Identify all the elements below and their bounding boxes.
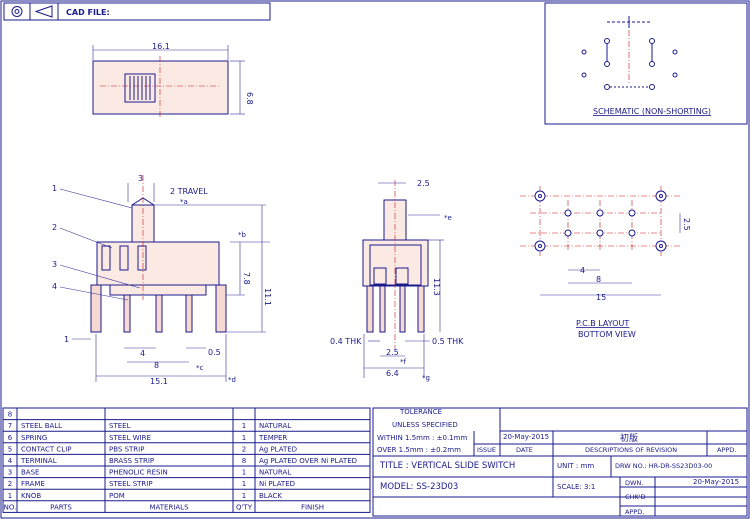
parts-cell-no: 8 bbox=[8, 411, 12, 419]
pcb-title: P.C.B LAYOUT bbox=[576, 319, 629, 328]
side-dim-113: 11.3 bbox=[432, 278, 441, 296]
pcb-layout: 4 8 15 2.5 P.C.B LAYOUT BOTTOM VIEW bbox=[520, 186, 691, 339]
parts-cell-material: STEEL WIRE bbox=[109, 434, 151, 442]
parts-cell-material: PHENOLIC RESIN bbox=[109, 469, 168, 477]
dim-h-111: 11.1 bbox=[263, 288, 272, 306]
parts-cell-part: FRAME bbox=[21, 480, 45, 488]
parts-cell-no: 4 bbox=[8, 457, 13, 465]
parts-cell-finish: TEMPER bbox=[258, 434, 287, 442]
parts-cell-no: 3 bbox=[8, 469, 12, 477]
mark-c: *c bbox=[196, 364, 204, 372]
parts-cell-finish: FINISH bbox=[301, 503, 324, 511]
parts-cell-finish: NATURAL bbox=[259, 469, 291, 477]
parts-cell-material: BRASS STRIP bbox=[109, 457, 154, 465]
schematic-symbol bbox=[581, 16, 678, 90]
parts-cell-qty: 1 bbox=[242, 422, 246, 430]
dim-d8: 8 bbox=[154, 361, 159, 370]
side-dim-64: 6.4 bbox=[386, 369, 399, 378]
parts-cell-qty: 1 bbox=[242, 469, 246, 477]
dim-h-78: 7.8 bbox=[242, 272, 251, 285]
knob-top bbox=[124, 73, 156, 103]
parts-cell-no: 2 bbox=[8, 480, 12, 488]
parts-cell-part: BASE bbox=[21, 469, 39, 477]
parts-cell-material: STEEL bbox=[109, 422, 131, 430]
front-view: 3 2 TRAVEL *a *b 7.8 11.1 1 2 3 4 1 4 0.… bbox=[52, 174, 272, 386]
dim-d4: 4 bbox=[140, 349, 145, 358]
callout-3: 3 bbox=[52, 260, 57, 269]
side-dim-05: 0.5 THK bbox=[432, 337, 464, 346]
callout-1: 1 bbox=[52, 184, 57, 193]
parts-cell-no: 5 bbox=[8, 445, 12, 453]
parts-cell-no: 6 bbox=[8, 434, 13, 442]
pcb-dim-15: 15 bbox=[596, 293, 606, 302]
callout-4: 4 bbox=[52, 282, 57, 291]
parts-cell-part: CONTACT CLIP bbox=[21, 445, 72, 453]
callout-2: 2 bbox=[52, 223, 57, 232]
cad-file-label: CAD FILE: bbox=[66, 8, 110, 17]
schematic-caption: SCHEMATIC (NON-SHORTING) bbox=[593, 107, 711, 116]
parts-cell-part: TERMINAL bbox=[20, 457, 57, 465]
dim-d151: 15.1 bbox=[150, 377, 168, 386]
side-mark-f: *f bbox=[400, 358, 407, 366]
parts-cell-finish: BLACK bbox=[259, 492, 282, 500]
side-mark-e: *e bbox=[444, 214, 452, 222]
projection-symbol-icon bbox=[11, 5, 53, 18]
frame bbox=[96, 241, 220, 286]
pcb-dim-4: 4 bbox=[580, 266, 585, 275]
parts-cell-material: POM bbox=[109, 492, 125, 500]
mark-a: *a bbox=[180, 198, 188, 206]
pcb-dim-25: 2.5 bbox=[682, 218, 691, 231]
dim-d1: 1 bbox=[64, 335, 69, 344]
mark-b: *b bbox=[238, 231, 247, 239]
top-view: 16.1 6.8 bbox=[92, 42, 254, 118]
dim-top-width: 16.1 bbox=[152, 42, 170, 51]
parts-cell-qty: 1 bbox=[242, 480, 246, 488]
dim-pitch-3: 3 bbox=[138, 174, 143, 183]
parts-cell-part: KNOB bbox=[21, 492, 41, 500]
parts-cell-finish: Ag PLATED OVER Ni PLATED bbox=[259, 457, 357, 465]
mark-d: *d bbox=[228, 376, 236, 384]
parts-cell-qty: 8 bbox=[242, 457, 246, 465]
title-block bbox=[372, 407, 748, 517]
parts-cell-qty: 2 bbox=[242, 445, 246, 453]
parts-cell-qty: 1 bbox=[242, 492, 246, 500]
dim-top-height: 6.8 bbox=[245, 92, 254, 105]
parts-cell-finish: Ag PLATED bbox=[259, 445, 297, 453]
parts-cell-part: STEEL BALL bbox=[21, 422, 62, 430]
parts-cell-no: NO. bbox=[4, 503, 17, 511]
parts-cell-finish: Ni PLATED bbox=[259, 480, 295, 488]
parts-cell-qty: Q'TY bbox=[236, 503, 253, 511]
dim-travel: 2 TRAVEL bbox=[170, 187, 208, 196]
side-mark-g: *g bbox=[422, 374, 430, 382]
parts-cell-part: SPRING bbox=[21, 434, 47, 442]
cad-header: CAD FILE: bbox=[3, 2, 271, 21]
side-dim-25: 2.5 bbox=[417, 179, 430, 188]
side-dim-25b: 2.5 bbox=[386, 348, 399, 357]
side-view: 2.5 *e 11.3 0.4 THK 0.5 THK 2.5 *f 6.4 *… bbox=[330, 179, 464, 382]
parts-cell-part: PARTS bbox=[50, 503, 72, 511]
parts-cell-material: STEEL STRIP bbox=[109, 480, 153, 488]
parts-cell-finish: NATURAL bbox=[259, 422, 291, 430]
side-dim-04: 0.4 THK bbox=[330, 337, 362, 346]
parts-cell-material: MATERIALS bbox=[149, 503, 189, 511]
parts-cell-qty: 1 bbox=[242, 434, 246, 442]
parts-cell-no: 1 bbox=[8, 492, 12, 500]
pcb-dim-8: 8 bbox=[596, 275, 601, 284]
schematic-box: SCHEMATIC (NON-SHORTING) bbox=[544, 2, 748, 125]
pcb-subtitle: BOTTOM VIEW bbox=[578, 330, 636, 339]
dim-d05: 0.5 bbox=[208, 348, 221, 357]
parts-cell-material: PBS STRIP bbox=[109, 445, 144, 453]
parts-cell-no: 7 bbox=[8, 422, 12, 430]
